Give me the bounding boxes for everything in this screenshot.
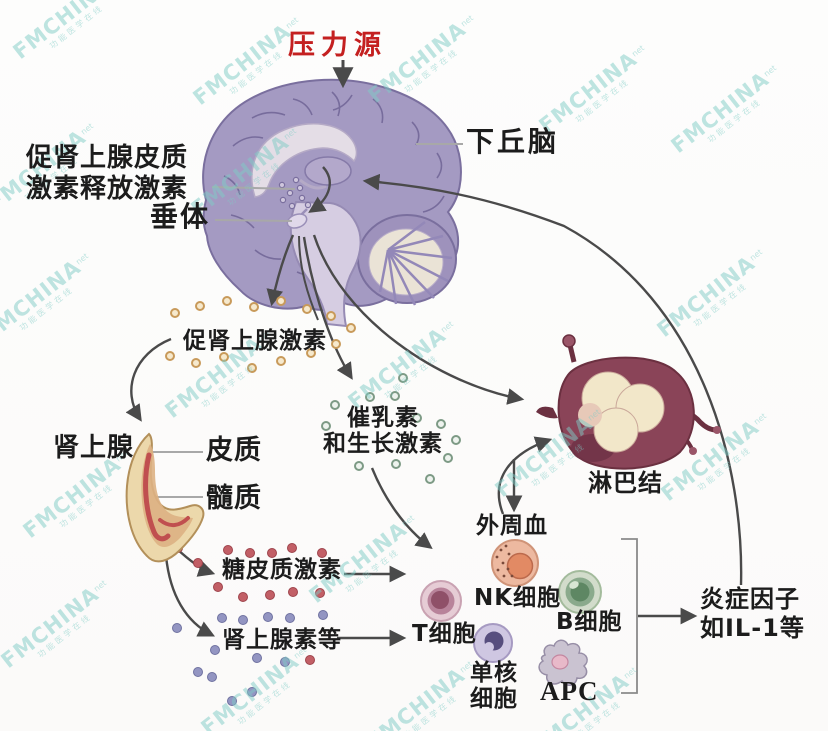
inflammatory-factor-label: 炎症因子 如IL-1等 bbox=[700, 585, 805, 642]
cells-bracket bbox=[621, 538, 638, 694]
monocyte-illustration bbox=[473, 623, 513, 663]
arrow-acth-adrenal bbox=[125, 337, 172, 422]
brain-illustration bbox=[202, 78, 462, 328]
adrenaline-label: 肾上腺素等 bbox=[222, 627, 342, 653]
cerebellum bbox=[357, 214, 457, 306]
peripheral-blood-label: 外周血 bbox=[476, 513, 548, 539]
hypothalamus-label: 下丘脑 bbox=[466, 125, 560, 158]
apc-cell-illustration bbox=[538, 639, 588, 686]
glucocorticoid-dots bbox=[173, 543, 327, 665]
arrow-pituitary-acth bbox=[266, 234, 295, 307]
glucocorticoid-label: 糖皮质激素 bbox=[222, 557, 342, 583]
pituitary-gland bbox=[286, 213, 308, 229]
acth-dots bbox=[165, 296, 356, 373]
stressor-label: 压力源 bbox=[288, 30, 387, 61]
arrow-pituitary-lymphnode bbox=[312, 234, 525, 405]
pituitary-label: 垂体 bbox=[150, 200, 211, 233]
t-cell-illustration bbox=[420, 580, 462, 622]
flow-arrows bbox=[125, 60, 743, 694]
lymph-node-label: 淋巴结 bbox=[588, 469, 663, 497]
crh-label: 促肾上腺皮质 激素释放激素 bbox=[26, 143, 189, 204]
thalamus bbox=[304, 156, 352, 186]
arrow-adrenal-adrenaline bbox=[164, 555, 216, 637]
prolactin-gh-label: 催乳素 和生长激素 bbox=[323, 405, 443, 457]
prolactin-dots bbox=[321, 373, 461, 484]
apc-label: APC bbox=[540, 676, 599, 706]
hypothalamus-dots bbox=[278, 176, 312, 210]
b-cell-label: B细胞 bbox=[556, 609, 623, 635]
nk-cell-label: NK细胞 bbox=[474, 585, 562, 611]
b-cell-illustration bbox=[558, 570, 602, 614]
adrenal-medulla-label: 髓质 bbox=[206, 483, 262, 514]
nk-cell-illustration bbox=[491, 539, 539, 587]
arrow-feedback-inflammatory-hypothalamus bbox=[362, 173, 743, 586]
adrenal-gland-label: 肾上腺 bbox=[53, 433, 135, 463]
pointer-crh bbox=[211, 186, 296, 190]
t-cell-label: T细胞 bbox=[412, 621, 477, 647]
adrenal-cortex-label: 皮质 bbox=[206, 435, 262, 466]
arrow-blood-lymphnode bbox=[497, 436, 553, 515]
corpus-callosum bbox=[251, 123, 358, 198]
arrow-prolactin-cells bbox=[370, 467, 433, 550]
adrenal-gland-illustration bbox=[125, 432, 205, 563]
adrenaline-dots bbox=[172, 610, 328, 706]
pointer-pituitary bbox=[214, 219, 293, 222]
arrow-pituitary-prolactin bbox=[302, 236, 353, 380]
monocyte-label: 单核 细胞 bbox=[470, 660, 518, 712]
acth-label: 促肾上腺激素 bbox=[183, 328, 327, 354]
arrow-crh-pituitary bbox=[308, 166, 331, 213]
lymph-node-illustration bbox=[536, 334, 721, 470]
